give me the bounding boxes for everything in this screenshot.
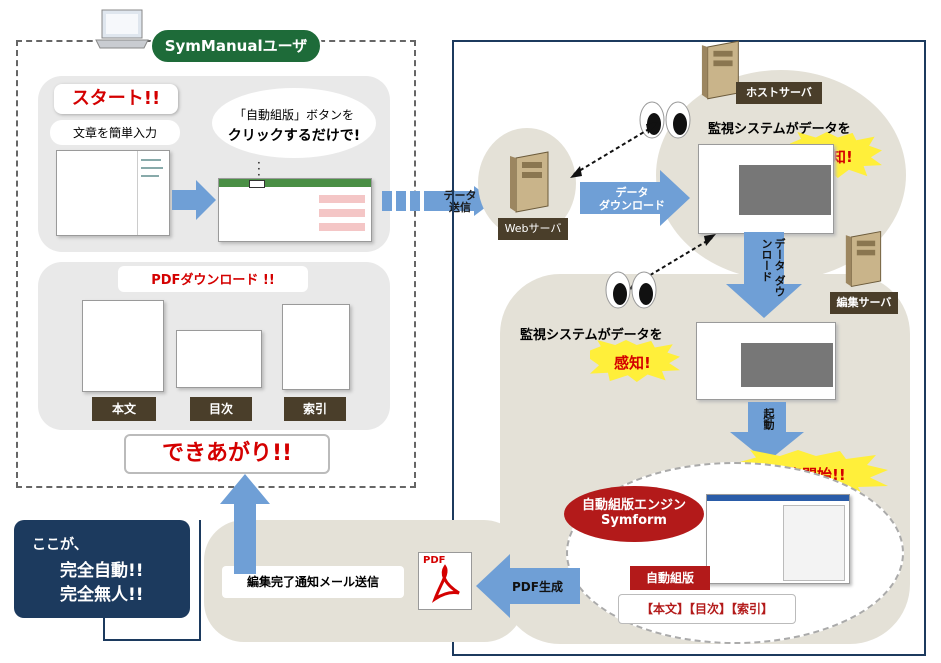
pdf-gen-label: PDF生成: [512, 580, 563, 594]
doc-label-mokuji: 目次: [190, 397, 252, 421]
engine-badge: 自動組版エンジン Symform: [564, 486, 704, 542]
data-download-vertical: データ ダウンロード: [738, 236, 788, 302]
web-server-icon: [508, 150, 556, 218]
callout-line1: ここが、: [32, 537, 88, 553]
arrow-right-1: [172, 180, 216, 220]
editor-thumbnail: [56, 150, 170, 236]
arrow-download: [580, 170, 690, 226]
bubble-dots: ···: [257, 156, 261, 182]
web-server-label: Webサーバ: [498, 218, 568, 240]
host-server-icon: [700, 38, 746, 106]
engine-line1: 自動組版エンジン: [581, 498, 686, 513]
monitor-text-bottom: 監視システムがデータを: [520, 328, 663, 343]
monitor-text-top: 監視システムがデータを: [708, 122, 851, 137]
callout-box: ここが、 完全自動!! 完全無人!!: [14, 520, 190, 618]
laptop-icon: [94, 8, 150, 50]
pdf-download-text: PDFダウンロード !!: [151, 273, 275, 288]
host-screen-thumb: [698, 144, 834, 234]
engine-screen-thumb: [706, 494, 850, 584]
doc-sakuin-thumb: [282, 304, 350, 390]
done-label: できあがり!!: [124, 434, 330, 474]
startup-label: 起動: [762, 408, 775, 430]
arrow-down-2: [730, 402, 804, 462]
dashed-arrow-top: [570, 122, 658, 178]
edit-screen-thumb: [696, 322, 836, 400]
arrow-down-1: [726, 232, 802, 318]
arrow-pdf-gen: [476, 554, 580, 618]
dl-vertical-1: データ ダウンロード: [760, 238, 786, 297]
data-send-label: データ 送信: [443, 189, 477, 214]
doc-mokuji-thumb: [176, 330, 262, 388]
click-bubble: 「自動組版」ボタンを クリックするだけで!: [212, 88, 376, 158]
detect-text-bottom: 感知!: [614, 354, 651, 372]
system-frame: [452, 40, 926, 656]
engine-line2: Symform: [601, 513, 667, 528]
outputs-label: 【本文】【目次】【索引】: [618, 594, 796, 624]
pdf-file-icon: PDF: [418, 552, 472, 610]
doc-label-sakuin: 索引: [284, 397, 346, 421]
data-download-label: データ ダウンロード: [599, 186, 665, 212]
user-title-pill: SymManualユーザ: [150, 28, 322, 64]
auto-typeset-label: 自動組版: [630, 566, 710, 590]
pdf-icon-label: PDF: [423, 555, 446, 566]
start-label: スタート!!: [54, 84, 178, 114]
start-sub: 文章を簡単入力: [50, 120, 180, 145]
eyes-icon-bottom: [604, 270, 660, 314]
bubble-line1: 「自動組版」ボタンを: [233, 108, 354, 122]
start-text: スタート!!: [71, 88, 161, 109]
app-thumbnail: [218, 178, 372, 242]
doc-label-honbun: 本文: [92, 397, 156, 421]
doc-honbun-thumb: [82, 300, 164, 392]
callout-connector: [103, 520, 201, 641]
edit-server-label: 編集サーバ: [830, 292, 898, 314]
callout-line2: 完全自動!!: [60, 561, 144, 581]
eyes-icon-top: [638, 100, 694, 144]
callout-line3: 完全無人!!: [60, 585, 144, 605]
pdf-download-label: PDFダウンロード !!: [118, 266, 308, 292]
edit-server-icon: [844, 228, 888, 294]
done-text: できあがり!!: [161, 441, 293, 466]
host-server-label: ホストサーバ: [736, 82, 822, 104]
bubble-line2: クリックするだけで!: [227, 128, 361, 144]
arrow-up-return: [220, 474, 270, 574]
